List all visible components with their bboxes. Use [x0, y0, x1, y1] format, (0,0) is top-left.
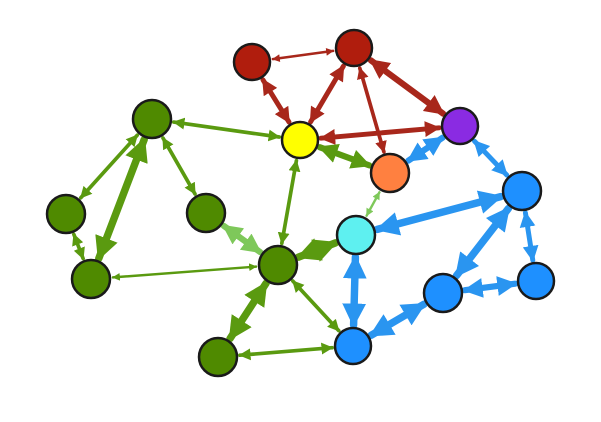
edge-r2-o — [357, 66, 387, 154]
edge-r1-r2 — [271, 47, 335, 63]
node-c — [335, 214, 377, 256]
edge-y-g4 — [277, 158, 301, 246]
edge-g4-c — [294, 238, 340, 262]
node-g4 — [257, 244, 299, 286]
edges-layer — [72, 47, 539, 361]
node-g1 — [131, 98, 173, 140]
edge-y-g1 — [171, 117, 282, 142]
edge-g5-g4 — [220, 222, 264, 256]
edge-y-p — [318, 121, 442, 145]
node-b1 — [333, 326, 373, 366]
node-g3 — [70, 258, 112, 300]
edge-g2-g3 — [72, 232, 85, 261]
edge-y-o — [316, 144, 373, 169]
node-r2 — [334, 28, 374, 68]
node-o — [369, 152, 411, 194]
edge-g6-b1 — [238, 342, 334, 361]
node-p — [440, 106, 480, 146]
edge-r2-y — [308, 63, 346, 125]
node-r1 — [232, 42, 272, 82]
edge-g3-g4 — [111, 263, 258, 281]
node-y — [280, 120, 320, 160]
nodes-layer — [45, 28, 556, 378]
edge-b1-b2 — [367, 300, 428, 340]
node-b4 — [501, 170, 543, 212]
edge-b2-b3 — [461, 276, 519, 298]
edge-g4-b1 — [291, 279, 341, 333]
edge-o-c — [365, 191, 381, 217]
edge-p-b4 — [472, 138, 510, 178]
edge-r2-p — [367, 57, 447, 117]
edge-b2-b4 — [452, 204, 513, 280]
edge-g4-g6 — [226, 279, 270, 343]
edge-c-b4 — [373, 190, 505, 236]
edge-c-b1 — [342, 253, 367, 329]
node-g5 — [185, 192, 227, 234]
edge-g1-g3 — [95, 135, 148, 263]
edge-o-p — [405, 134, 446, 164]
node-b3 — [516, 261, 556, 301]
edge-r1-y — [260, 77, 292, 125]
node-g2 — [45, 193, 87, 235]
node-b2 — [422, 272, 464, 314]
edge-g1-g5 — [161, 136, 197, 196]
edge-b4-b3 — [519, 210, 539, 263]
node-g6 — [197, 336, 239, 378]
